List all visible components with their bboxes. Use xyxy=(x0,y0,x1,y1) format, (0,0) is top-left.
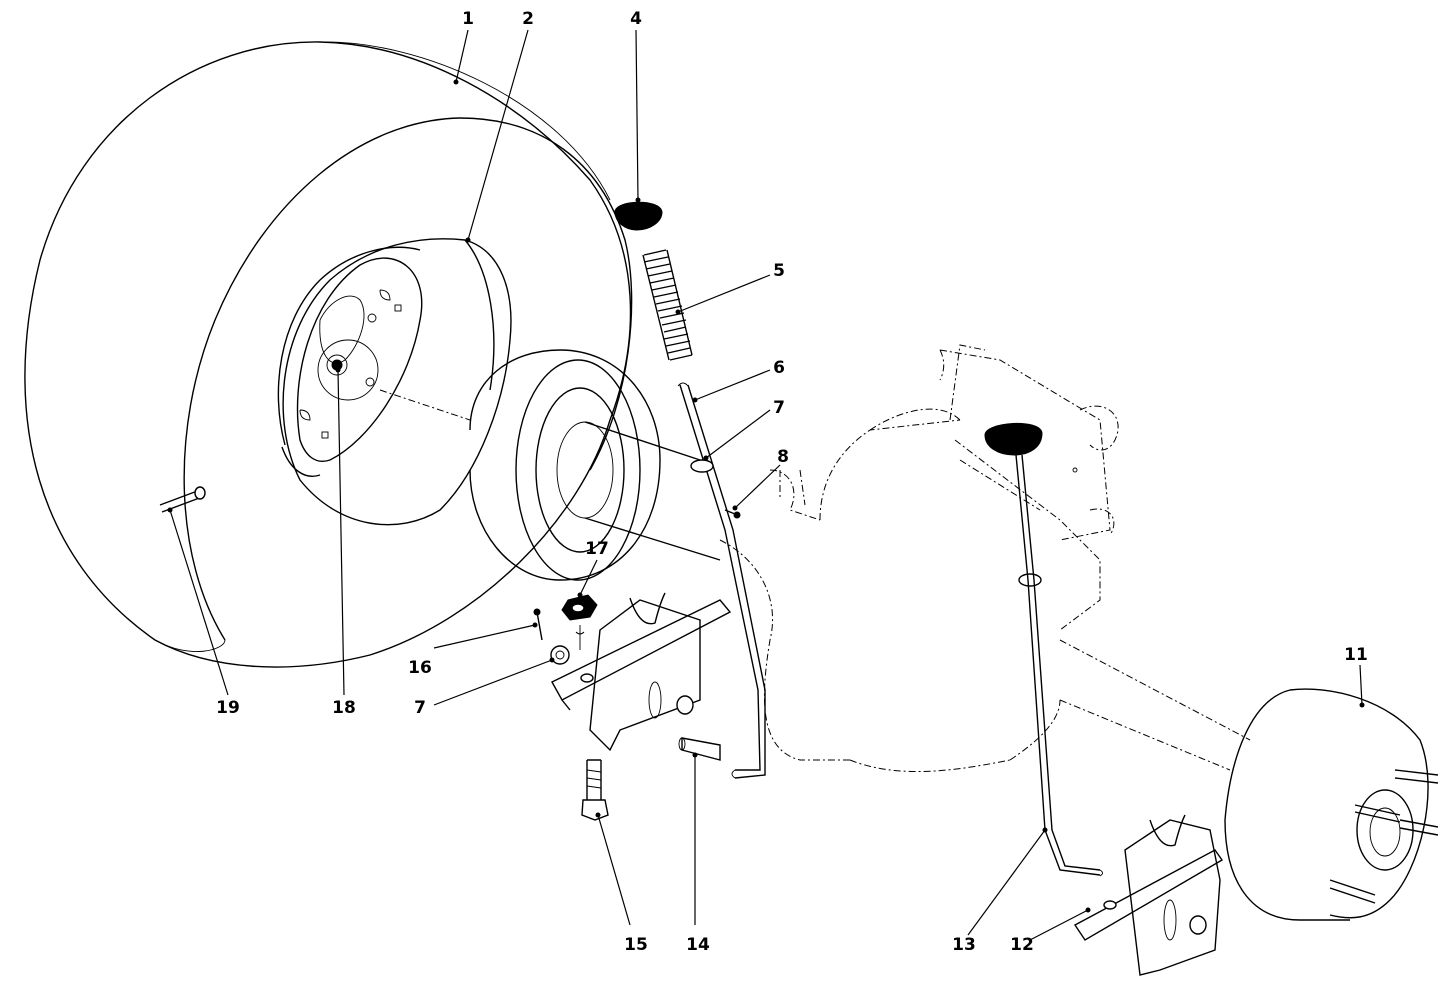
callout-12: 12 xyxy=(1010,935,1034,955)
callout-13: 13 xyxy=(952,935,976,955)
callout-8: 8 xyxy=(777,447,789,467)
callout-1: 1 xyxy=(462,9,474,29)
mounting-bracket-left xyxy=(551,592,732,761)
callout-5: 5 xyxy=(773,261,785,281)
mounting-bracket-right xyxy=(1073,814,1224,976)
transaxle-housing xyxy=(719,344,1251,772)
callout-7-upper: 7 xyxy=(773,398,785,418)
leader-lines xyxy=(167,29,1365,941)
callout-14: 14 xyxy=(686,935,710,955)
tire xyxy=(24,41,633,668)
knob-cap-left xyxy=(614,201,663,231)
valve-stem xyxy=(159,486,206,513)
callout-15: 15 xyxy=(624,935,648,955)
washer xyxy=(1018,573,1042,587)
callout-6: 6 xyxy=(773,358,785,378)
callout-7-lower: 7 xyxy=(414,698,426,718)
callout-17: 17 xyxy=(585,539,609,559)
callout-4: 4 xyxy=(630,9,642,29)
axle-centerline xyxy=(379,389,471,421)
wheel-hub xyxy=(469,349,721,581)
wheel-rim xyxy=(277,238,512,526)
washer xyxy=(690,459,714,473)
hex-nut xyxy=(561,594,598,650)
hex-bolt xyxy=(581,759,609,821)
clevis-pin xyxy=(536,611,543,641)
callout-2: 2 xyxy=(522,9,534,29)
brake-rod-left xyxy=(677,382,766,779)
callout-19: 19 xyxy=(216,698,240,718)
spring xyxy=(642,249,693,361)
callout-18: 18 xyxy=(332,698,356,718)
brake-drum xyxy=(1224,688,1439,921)
callout-16: 16 xyxy=(408,658,432,678)
brake-rod-right xyxy=(984,422,1103,877)
callout-11: 11 xyxy=(1344,645,1368,665)
flat-washer xyxy=(550,645,570,665)
